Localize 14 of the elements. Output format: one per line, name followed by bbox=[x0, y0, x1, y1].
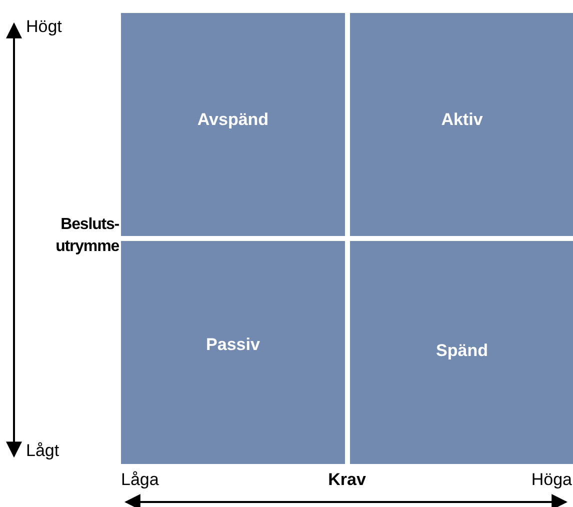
axis-end-label: Höga bbox=[531, 470, 572, 490]
axis-end-label: Låga bbox=[121, 470, 159, 490]
quadrant-box bbox=[350, 13, 573, 236]
axis-title: Krav bbox=[328, 470, 366, 490]
axis-end-label: Högt bbox=[26, 17, 62, 37]
quadrant-label: Passiv bbox=[206, 334, 260, 354]
quadrant-label: Aktiv bbox=[441, 110, 483, 130]
quadrant-box bbox=[121, 241, 345, 464]
quadrant-box bbox=[121, 13, 345, 236]
quadrant-label: Spänd bbox=[436, 340, 488, 360]
axis-end-label: Lågt bbox=[26, 441, 60, 461]
axis-title: Besluts- utrymme bbox=[54, 215, 119, 257]
quadrant-box bbox=[350, 241, 573, 464]
quadrant-label: Avspänd bbox=[197, 110, 269, 130]
